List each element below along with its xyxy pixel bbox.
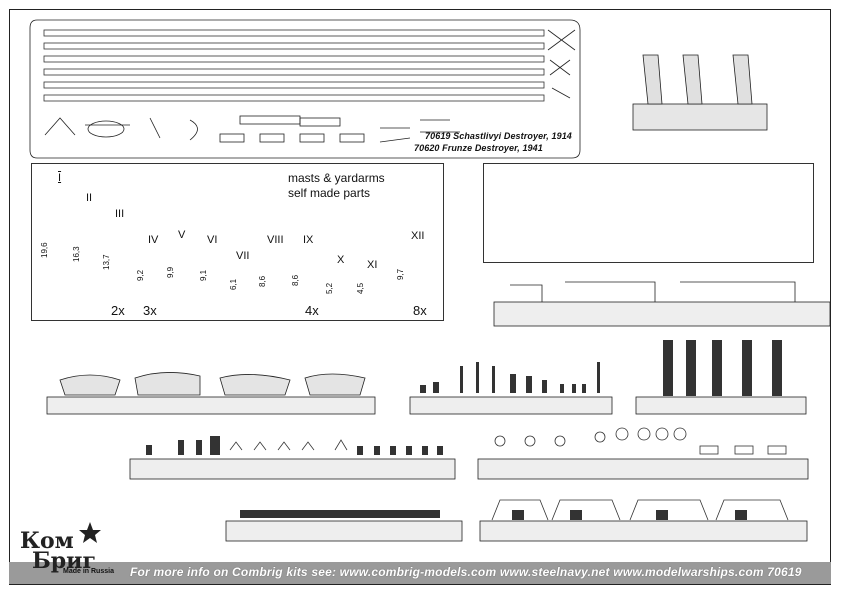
mast-numeral: X bbox=[337, 254, 345, 266]
mast-length: 19,6 bbox=[40, 242, 49, 258]
footer-info-text: For more info on Combrig kits see: www.c… bbox=[130, 565, 802, 579]
masts-title-line1: masts & yardarms bbox=[288, 171, 385, 185]
mast-length: 9,9 bbox=[166, 266, 175, 278]
mast-numeral: IV bbox=[148, 234, 159, 246]
mast-numeral: VII bbox=[236, 250, 250, 262]
mast-length: 4,5 bbox=[356, 282, 365, 294]
mast-numeral: I bbox=[58, 172, 62, 184]
mast-numeral: XI bbox=[367, 259, 378, 271]
mast-numeral: VI bbox=[207, 234, 218, 246]
footer-bar bbox=[9, 562, 831, 584]
mast-length: 9,1 bbox=[199, 269, 208, 281]
quantity-label: 8x bbox=[413, 303, 427, 318]
masts-title-line2: self made parts bbox=[288, 186, 371, 200]
mast-length: 9,7 bbox=[396, 268, 405, 280]
logo-line2: Бриг bbox=[32, 548, 96, 574]
mast-numeral: IX bbox=[303, 234, 314, 246]
mast-numeral: XII bbox=[411, 230, 425, 242]
page-frame bbox=[9, 9, 831, 585]
mast-numeral: V bbox=[178, 229, 186, 241]
mast-numeral: II bbox=[86, 192, 93, 204]
fret-caption-line2: 70620 Frunze Destroyer, 1941 bbox=[414, 143, 543, 153]
mast-length: 8,6 bbox=[291, 274, 300, 286]
photo-etch-sheet-panel bbox=[483, 163, 814, 263]
quantity-label: 3x bbox=[143, 303, 157, 318]
mast-length: 8,6 bbox=[258, 275, 267, 287]
mast-length: 16,3 bbox=[72, 246, 81, 262]
mast-length: 5,2 bbox=[325, 282, 334, 294]
masts-yardarms-panel bbox=[31, 163, 444, 321]
mast-length: 13,7 bbox=[102, 254, 111, 270]
made-in-label: Made in Russia bbox=[63, 568, 114, 575]
mast-length: 6,1 bbox=[229, 278, 238, 290]
mast-length: 9,2 bbox=[136, 269, 145, 281]
logo-line1: Ком bbox=[20, 528, 74, 554]
mast-numeral: III bbox=[115, 208, 125, 220]
quantity-label: 4x bbox=[305, 303, 319, 318]
quantity-label: 2x bbox=[111, 303, 125, 318]
mast-numeral: VIII bbox=[267, 234, 284, 246]
fret-caption-line1: 70619 Schastlivyi Destroyer, 1914 bbox=[425, 131, 572, 141]
